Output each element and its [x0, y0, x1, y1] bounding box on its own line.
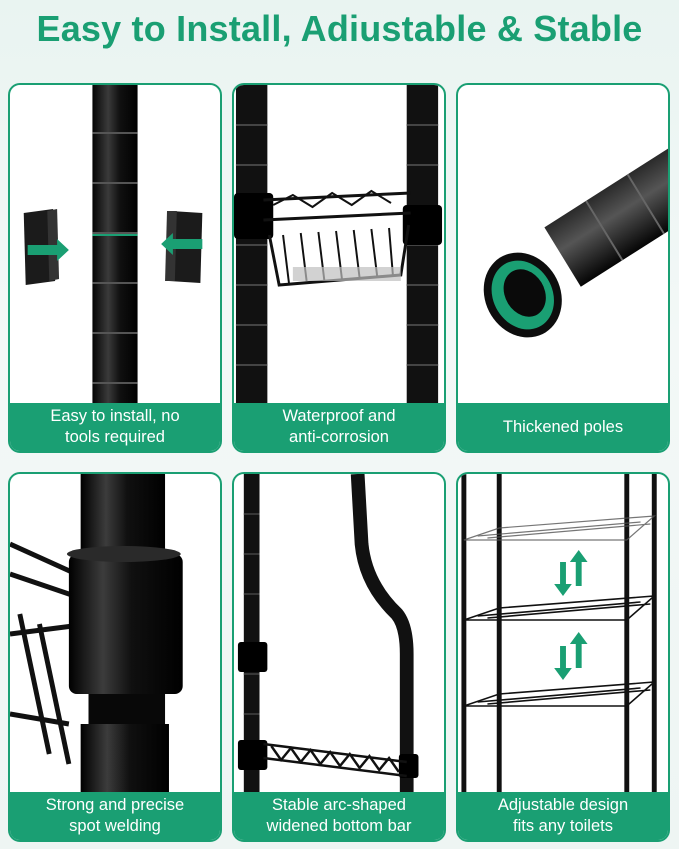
feature-card-spot-welding: Strong and precise spot welding [8, 472, 222, 842]
page-title: Easy to Install, Adiustable & Stable [36, 8, 643, 49]
pole-clip-illustration [10, 85, 220, 403]
feature-card-easy-install: Easy to install, no tools required [8, 83, 222, 453]
feature-caption: Waterproof and anti-corrosion [234, 403, 444, 451]
feature-caption: Adjustable design fits any toilets [458, 792, 668, 840]
feature-card-thickened-poles: Thickened poles [456, 83, 670, 453]
arc-bar-illustration [234, 474, 444, 792]
feature-card-arc-bar: Stable arc-shaped widened bottom bar [232, 472, 446, 842]
feature-card-waterproof: Waterproof and anti-corrosion [232, 83, 446, 453]
feature-card-adjustable: Adjustable design fits any toilets [456, 472, 670, 842]
feature-caption: Easy to install, no tools required [10, 403, 220, 451]
feature-caption: Strong and precise spot welding [10, 792, 220, 840]
adjustable-shelves-illustration [458, 474, 668, 792]
pole-end-illustration [458, 85, 668, 403]
feature-caption: Stable arc-shaped widened bottom bar [234, 792, 444, 840]
wire-basket-illustration [234, 85, 444, 403]
feature-caption: Thickened poles [458, 403, 668, 451]
weld-joint-illustration [10, 474, 220, 792]
